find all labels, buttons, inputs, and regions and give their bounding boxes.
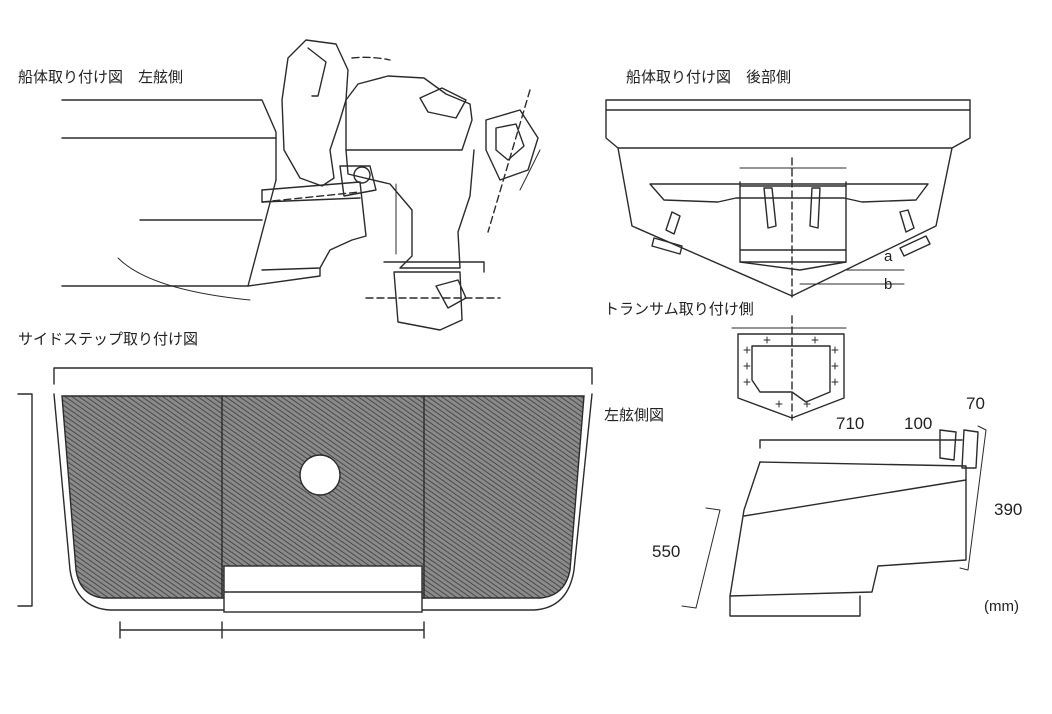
port-side-drawing xyxy=(681,425,987,617)
marker-b: b xyxy=(884,276,893,293)
hull-side-drawing xyxy=(61,39,541,331)
side-step-drawing xyxy=(17,367,593,639)
side-step-title: サイドステップ取り付け図 xyxy=(18,330,199,348)
hull-rear-title: 船体取り付け図 後部側 xyxy=(626,68,792,86)
transom-drawing xyxy=(731,315,847,421)
dimension-70: 70 xyxy=(966,394,985,413)
dimension-710: 710 xyxy=(836,414,865,433)
marker-a: a xyxy=(884,248,893,265)
dimension-390: 390 xyxy=(994,500,1023,519)
port-side-title: 左舷側図 xyxy=(604,406,665,424)
dimension-100: 100 xyxy=(904,414,933,433)
hull-rear-drawing xyxy=(605,99,971,301)
dimension-550: 550 xyxy=(652,542,681,561)
transom-title: トランサム取り付け側 xyxy=(604,300,754,318)
hull-side-title: 船体取り付け図 左舷側 xyxy=(18,68,184,86)
unit-label: (mm) xyxy=(984,598,1019,615)
